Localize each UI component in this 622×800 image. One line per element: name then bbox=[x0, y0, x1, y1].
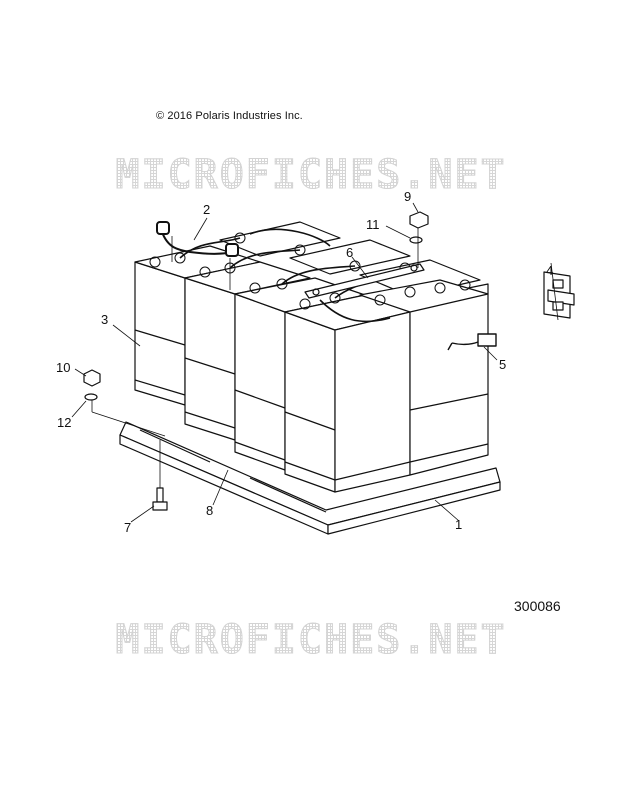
callout-4: 4 bbox=[546, 263, 554, 278]
hold-down-strap bbox=[304, 263, 425, 299]
diagram-number: 300086 bbox=[514, 598, 561, 614]
washer-11 bbox=[409, 236, 423, 244]
callout-3: 3 bbox=[101, 312, 109, 327]
callout-12: 12 bbox=[57, 415, 72, 430]
callout-11: 11 bbox=[366, 217, 380, 232]
washer-12 bbox=[84, 393, 98, 401]
battery-back-row bbox=[219, 221, 481, 297]
copyright-notice: © 2016 Polaris Industries Inc. bbox=[156, 110, 303, 122]
callout-6: 6 bbox=[346, 245, 354, 260]
callout-10: 10 bbox=[56, 360, 71, 375]
assembly-lines bbox=[91, 228, 419, 488]
battery-5 bbox=[359, 279, 489, 476]
battery-4 bbox=[284, 294, 411, 493]
callout-8: 8 bbox=[206, 503, 214, 518]
bracket bbox=[543, 271, 575, 319]
callout-5: 5 bbox=[499, 357, 507, 372]
leader-lines bbox=[71, 202, 559, 523]
bolt-7 bbox=[152, 487, 168, 511]
callout-2: 2 bbox=[203, 202, 211, 217]
nut-10 bbox=[83, 369, 101, 387]
callout-9: 9 bbox=[404, 189, 412, 204]
nut-9 bbox=[409, 211, 429, 229]
callout-7: 7 bbox=[124, 520, 132, 535]
watermark-bottom: MICROFICHES.NET bbox=[0, 617, 622, 664]
connector-lead bbox=[447, 333, 497, 351]
battery-tray bbox=[119, 421, 501, 535]
callout-1: 1 bbox=[455, 517, 463, 532]
main-cable bbox=[156, 221, 239, 257]
watermark-top: MICROFICHES.NET bbox=[0, 152, 622, 199]
